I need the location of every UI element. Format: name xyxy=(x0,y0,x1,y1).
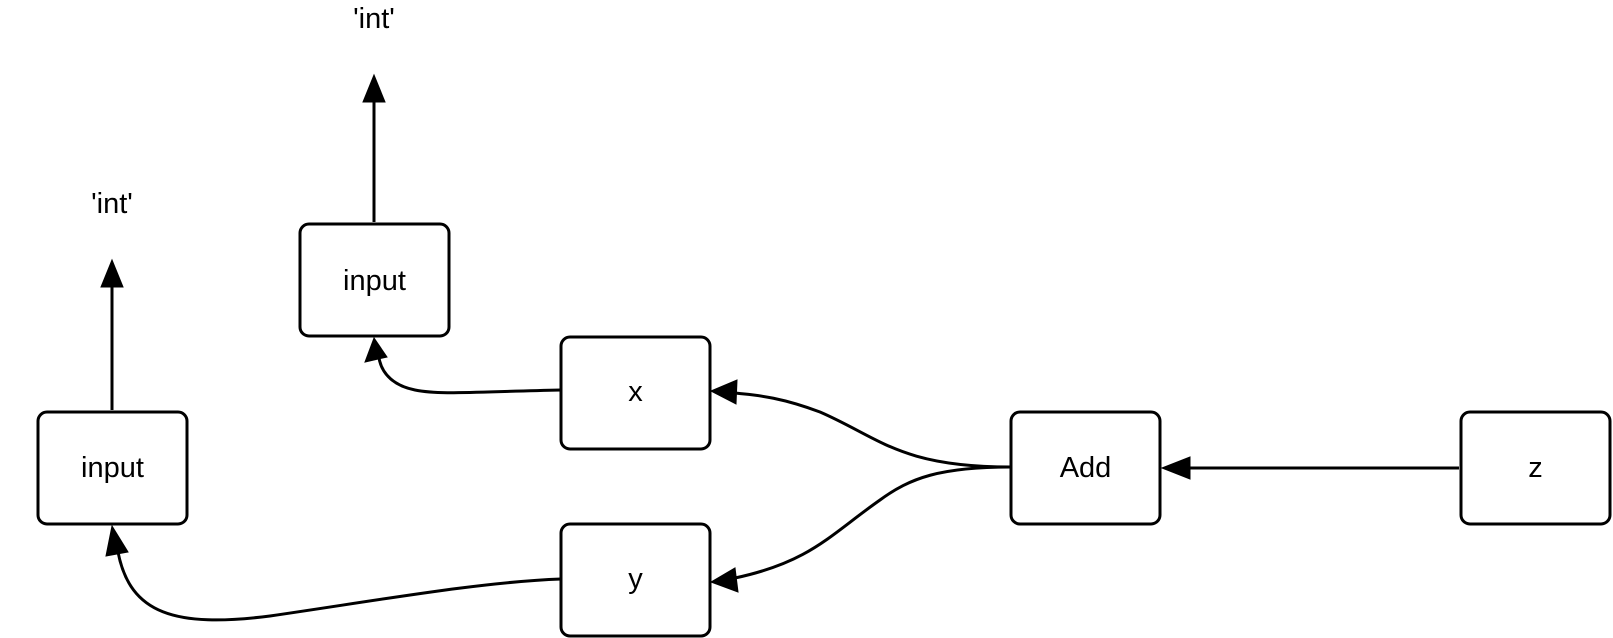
node-add-label: Add xyxy=(1060,452,1112,484)
node-input-top-label: input xyxy=(343,265,406,297)
node-input-top[interactable]: input xyxy=(298,222,451,338)
node-y[interactable]: y xyxy=(559,522,712,638)
node-x-label: x xyxy=(628,376,643,408)
node-input-left[interactable]: input xyxy=(36,410,189,526)
node-input-left-label: input xyxy=(81,452,144,484)
edge-y-to-input-left xyxy=(116,551,562,622)
node-x[interactable]: x xyxy=(559,335,712,451)
arrowhead-input-left xyxy=(105,524,129,557)
arrowhead-type-left xyxy=(100,258,124,288)
edge-add-to-x xyxy=(734,391,1012,469)
arrowhead-y xyxy=(709,567,739,593)
arrowhead-x xyxy=(709,379,738,405)
node-y-label: y xyxy=(628,563,643,595)
type-label-left: 'int' xyxy=(91,188,133,220)
arrowhead-add xyxy=(1160,456,1191,480)
edge-add-to-y xyxy=(734,465,1012,580)
node-z-label: z xyxy=(1528,452,1543,484)
node-z[interactable]: z xyxy=(1459,410,1612,526)
node-add[interactable]: Add xyxy=(1009,410,1162,526)
arrowhead-type-top xyxy=(362,73,386,103)
arrowhead-input-top xyxy=(364,336,388,363)
type-label-top: 'int' xyxy=(353,3,395,35)
edge-x-to-input-top xyxy=(377,357,562,395)
edges xyxy=(100,73,1459,622)
